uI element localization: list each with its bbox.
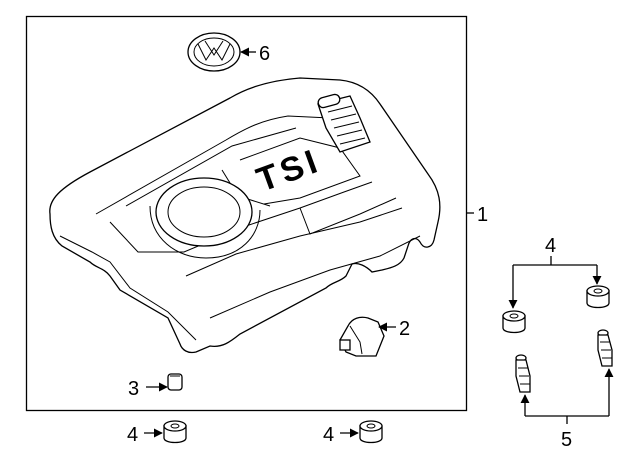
grommet-right [359, 420, 383, 444]
stud-part-a [515, 354, 531, 393]
callout-4-group: 4 [545, 235, 556, 257]
stud-part-b [597, 329, 613, 367]
emblem [187, 32, 241, 72]
callout-5-bracket [525, 415, 609, 424]
callout-2: 2 [399, 318, 410, 340]
callout-5: 5 [561, 429, 572, 451]
callout-4-left: 4 [127, 424, 138, 446]
callout-4-right: 4 [323, 424, 334, 446]
grommet-left [163, 420, 187, 444]
grommet-group-part-b [586, 285, 610, 309]
grommet-group-part-a [502, 310, 526, 334]
bracket [339, 316, 385, 357]
callout-1: 1 [477, 204, 488, 226]
clip [167, 373, 183, 391]
callout-6: 6 [259, 43, 270, 65]
engine-cover: TSI [49, 77, 441, 354]
callout-3: 3 [128, 378, 139, 400]
callout-4-group-bracket [512, 256, 598, 307]
